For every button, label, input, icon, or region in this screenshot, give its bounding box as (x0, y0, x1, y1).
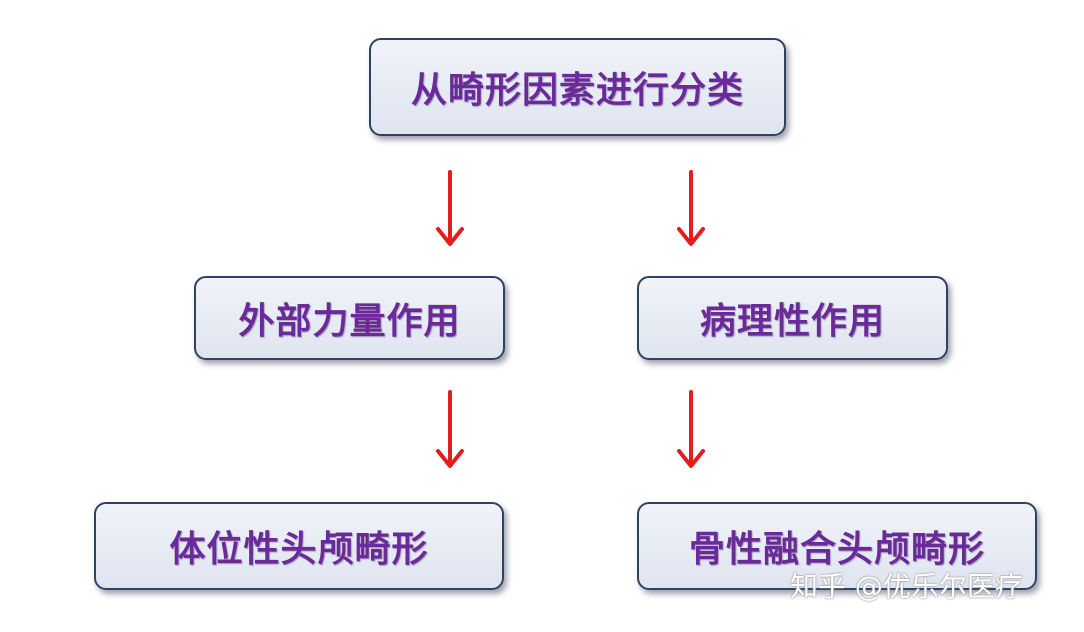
root-node: 从畸形因素进行分类 (369, 38, 786, 136)
external-force-node: 外部力量作用 (194, 276, 505, 360)
root-node-label: 从畸形因素进行分类 (410, 70, 744, 111)
craniosynostosis-node: 骨性融合头颅畸形 (637, 502, 1037, 590)
positional-plagiocephaly-label: 体位性头颅畸形 (169, 529, 429, 570)
external-force-label: 外部力量作用 (238, 301, 461, 342)
arrow-pathological-to-synostotic (677, 390, 705, 468)
arrow-root-to-external (436, 170, 464, 246)
pathological-node: 病理性作用 (637, 276, 948, 360)
positional-plagiocephaly-node: 体位性头颅畸形 (94, 502, 504, 590)
arrow-external-to-positional (436, 390, 464, 468)
arrow-root-to-pathological (677, 170, 705, 246)
watermark: 知乎 @优乐尔医疗 (790, 570, 1023, 603)
craniosynostosis-label: 骨性融合头颅畸形 (688, 529, 985, 570)
pathological-label: 病理性作用 (699, 301, 885, 342)
